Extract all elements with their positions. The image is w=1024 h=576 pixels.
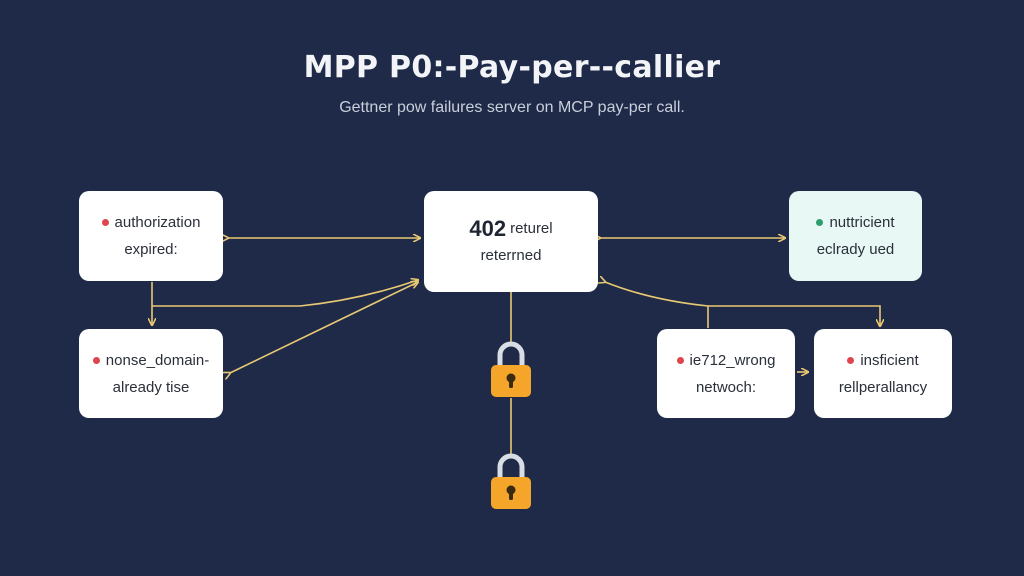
node-nonce-domain: nonse_domain- already tise	[79, 329, 223, 418]
node-label-line2: expired:	[124, 241, 178, 258]
diagram-title: MPP P0:-Pay-per--callier	[303, 50, 721, 85]
node-label-line2: rellperallancy	[838, 378, 928, 396]
diagram-subtitle: Gettner pow failures server on MCP pay-p…	[339, 99, 685, 116]
node-label-line2: netwoch:	[695, 378, 757, 396]
node-402-returned: 402 returel reterrned	[424, 191, 598, 292]
status-code: 402	[469, 215, 507, 241]
error-dot-icon	[847, 356, 855, 364]
center-node-label: reterrned	[480, 246, 542, 264]
error-dot-icon	[676, 356, 684, 364]
edge-nonce-center	[230, 282, 418, 373]
lock-icon	[491, 341, 531, 397]
success-dot-icon	[816, 219, 824, 226]
node-label-line1: nuttricient	[829, 214, 895, 231]
node-label-line1: authorization	[114, 214, 201, 231]
node-label-line1: nonse_domain-	[105, 351, 210, 369]
edge-center-network	[605, 282, 709, 328]
node-label-line1: insficient	[860, 351, 919, 369]
node-label-line1: ie712_wrong	[689, 351, 776, 369]
node-wrong-network: ie712_wrong netwoch:	[657, 329, 795, 418]
edge-branch-allowance	[708, 305, 880, 326]
lock-icon	[491, 453, 531, 509]
node-label-line2: already tise	[112, 378, 190, 396]
error-dot-icon	[92, 356, 100, 364]
node-label-line2: eclrady ued	[816, 241, 895, 258]
node-insufficient-used: nuttricient eclrady ued	[789, 191, 922, 281]
node-authorization-expired: authorization expired:	[79, 191, 223, 281]
node-insufficient-allowance: insficient rellperallancy	[814, 329, 952, 418]
error-dot-icon	[101, 219, 109, 226]
status-code-suffix: returel	[510, 219, 553, 237]
